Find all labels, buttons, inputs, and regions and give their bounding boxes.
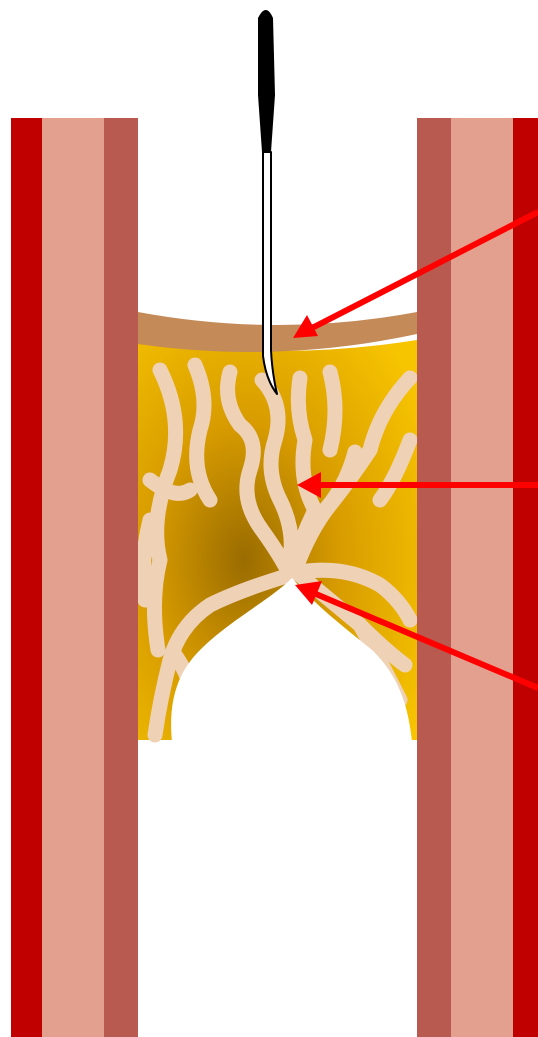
- left-middle-wall-layer: [42, 118, 104, 1037]
- needle-handle: [258, 10, 275, 152]
- right-outer-wall-layer: [513, 118, 538, 1037]
- left-outer-wall-layer: [11, 118, 42, 1037]
- left-inner-wall-layer: [104, 118, 138, 1037]
- right-vessel-wall: [417, 118, 538, 1037]
- plaque-core: [138, 340, 417, 742]
- right-middle-wall-layer: [451, 118, 513, 1037]
- left-vessel-wall: [11, 118, 138, 1037]
- right-inner-wall-layer: [417, 118, 451, 1037]
